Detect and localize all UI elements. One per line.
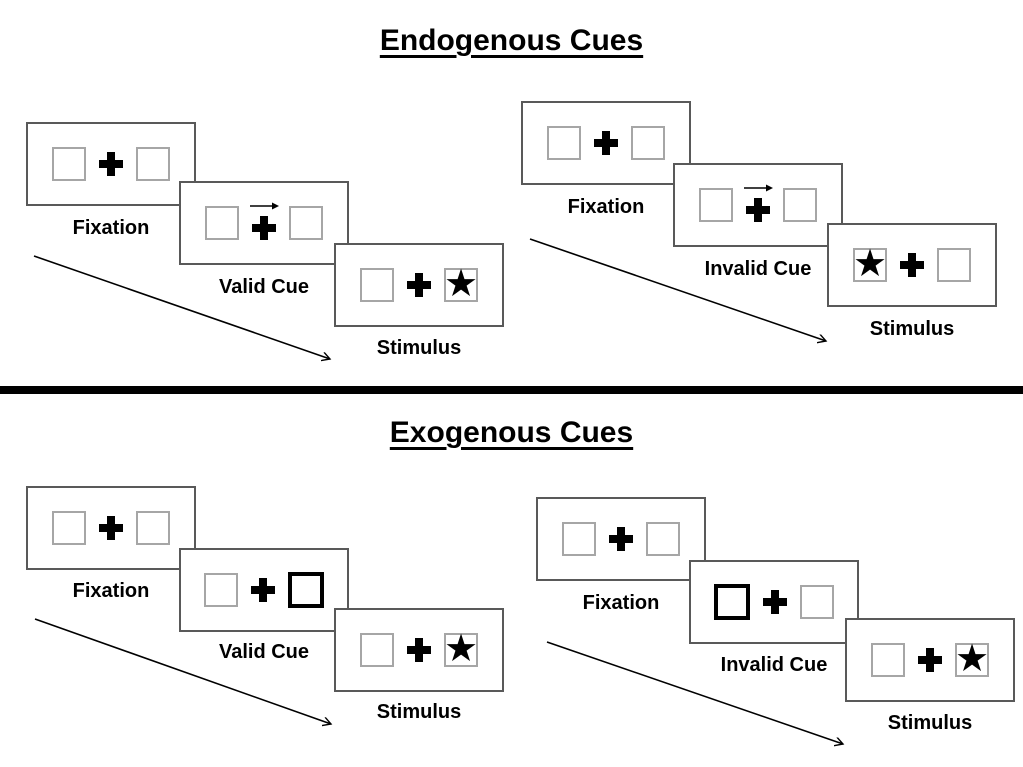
star-target-icon: ★: [443, 628, 479, 670]
section-title-endogenous: Endogenous Cues: [379, 24, 644, 57]
fixation-cross-icon: [407, 273, 431, 297]
left-box: [360, 268, 394, 302]
left-box: [360, 633, 394, 667]
star-target-icon: ★: [954, 638, 990, 680]
timeline-arrow-icon: [33, 255, 340, 366]
fixation-screen: [521, 101, 691, 185]
right-box-with-star: ★: [443, 628, 479, 670]
right-box: [800, 585, 834, 619]
right-arrow-cue-icon: [744, 184, 773, 192]
stimulus-label: Stimulus: [887, 712, 973, 734]
fixation-screen: [26, 122, 196, 206]
fixation-cross-icon: [252, 216, 276, 240]
stimulus-label: Stimulus: [376, 701, 462, 723]
fixation-cross-icon: [407, 638, 431, 662]
left-box: [52, 511, 86, 545]
section-title-exogenous: Exogenous Cues: [389, 416, 634, 449]
fixation-cross-icon: [763, 590, 787, 614]
stimulus-screen: ★: [845, 618, 1015, 702]
fixation-cross-icon: [609, 527, 633, 551]
stimulus-screen: ★: [334, 608, 504, 692]
left-box: [52, 147, 86, 181]
cue-label: Valid Cue: [218, 641, 310, 663]
fixation-label: Fixation: [72, 217, 150, 239]
fixation-cross-icon: [99, 516, 123, 540]
cue-screen: [179, 181, 349, 265]
right-box: [631, 126, 665, 160]
cue-label: Invalid Cue: [704, 258, 812, 280]
fixation-cross-icon: [99, 152, 123, 176]
fixation-screen: [26, 486, 196, 570]
left-box: [547, 126, 581, 160]
stimulus-screen: ★: [334, 243, 504, 327]
left-box: [699, 188, 733, 222]
section-divider: [0, 386, 1023, 394]
right-box: [646, 522, 680, 556]
right-box-with-star: ★: [443, 263, 479, 305]
star-target-icon: ★: [443, 263, 479, 305]
fixation-screen: [536, 497, 706, 581]
right-box: [136, 511, 170, 545]
right-box-with-star: ★: [954, 638, 990, 680]
fixation-cross-icon: [746, 198, 770, 222]
fixation-label: Fixation: [567, 196, 645, 218]
timeline-arrow-icon: [529, 238, 836, 349]
cue-screen: [179, 548, 349, 632]
fixation-label: Fixation: [582, 592, 660, 614]
stimulus-label: Stimulus: [869, 318, 955, 340]
left-box-highlighted-cue: [714, 584, 750, 620]
fixation-cross-icon: [594, 131, 618, 155]
right-box-highlighted-cue: [288, 572, 324, 608]
fixation-label: Fixation: [72, 580, 150, 602]
right-arrow-cue-icon: [250, 202, 279, 210]
fixation-cross-icon: [918, 648, 942, 672]
left-box: [871, 643, 905, 677]
left-box: [205, 206, 239, 240]
left-box-with-star: ★: [852, 243, 888, 285]
star-target-icon: ★: [852, 243, 888, 285]
left-box: [204, 573, 238, 607]
stimulus-label: Stimulus: [376, 337, 462, 359]
fixation-cross-icon: [251, 578, 275, 602]
right-box: [289, 206, 323, 240]
fixation-cross-icon: [900, 253, 924, 277]
cue-screen: [673, 163, 843, 247]
stimulus-screen: ★: [827, 223, 997, 307]
cue-label: Invalid Cue: [720, 654, 828, 676]
right-box: [937, 248, 971, 282]
right-box: [136, 147, 170, 181]
right-box: [783, 188, 817, 222]
cue-screen: [689, 560, 859, 644]
cue-label: Valid Cue: [218, 276, 310, 298]
left-box: [562, 522, 596, 556]
